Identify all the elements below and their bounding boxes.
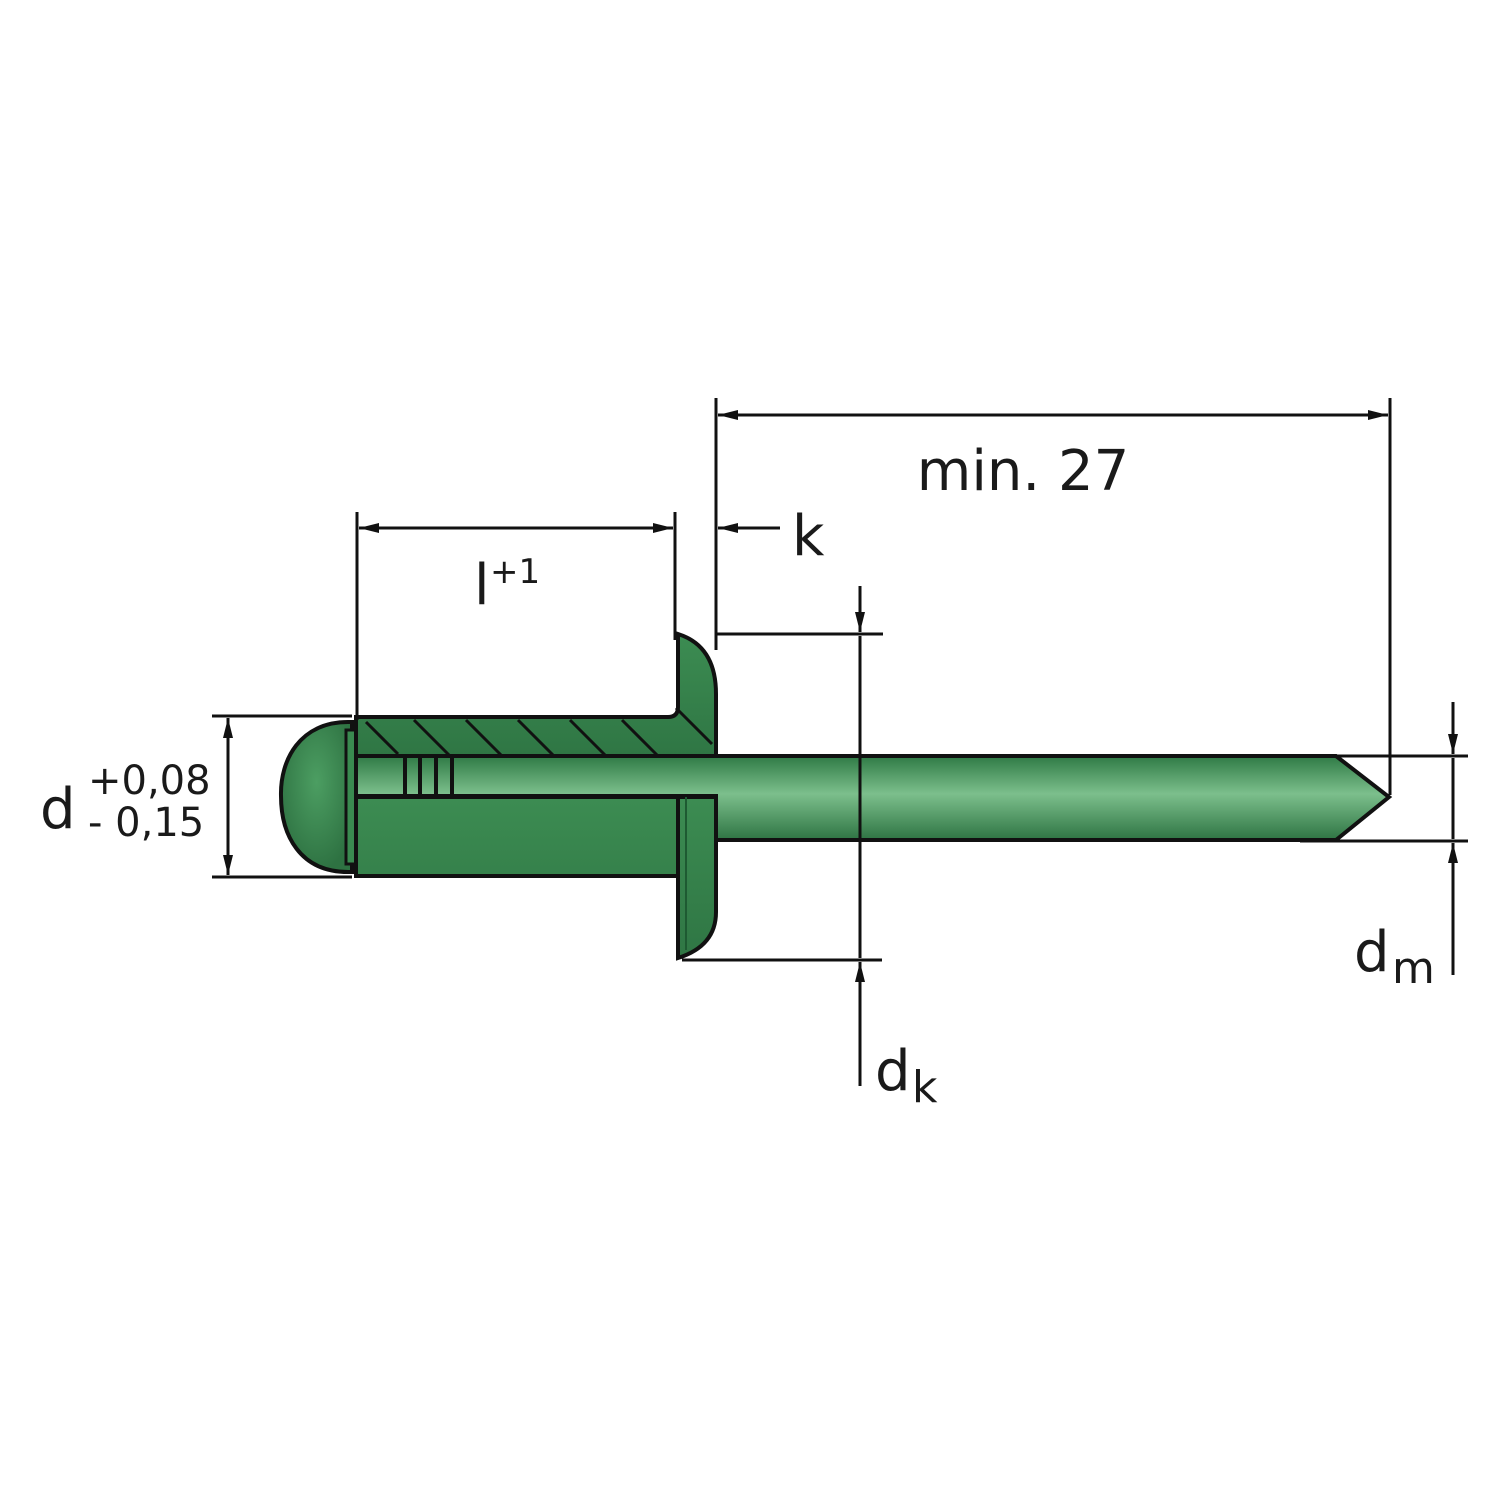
label-mandrel-diameter: d bbox=[1354, 920, 1390, 985]
label-grip-length: l bbox=[474, 553, 490, 618]
label-grip-tolerance: +1 bbox=[490, 552, 540, 592]
section-hatching bbox=[364, 706, 714, 758]
label-length-main: min. 27 bbox=[917, 439, 1129, 504]
sleeve-lower bbox=[354, 795, 718, 961]
label-diameter-tol-plus: +0,08 bbox=[88, 758, 211, 804]
label-diameter: d bbox=[40, 777, 76, 842]
label-mandrel-diameter-sub: m bbox=[1392, 943, 1435, 994]
label-head-diameter: d bbox=[875, 1039, 911, 1104]
dimension-lines bbox=[212, 398, 1468, 962]
mandrel-break-groove bbox=[403, 758, 454, 796]
label-head-height: k bbox=[792, 504, 825, 569]
label-head-diameter-sub: k bbox=[912, 1062, 938, 1113]
mandrel-head bbox=[278, 720, 354, 874]
label-diameter-tol-minus: - 0,15 bbox=[88, 800, 204, 846]
